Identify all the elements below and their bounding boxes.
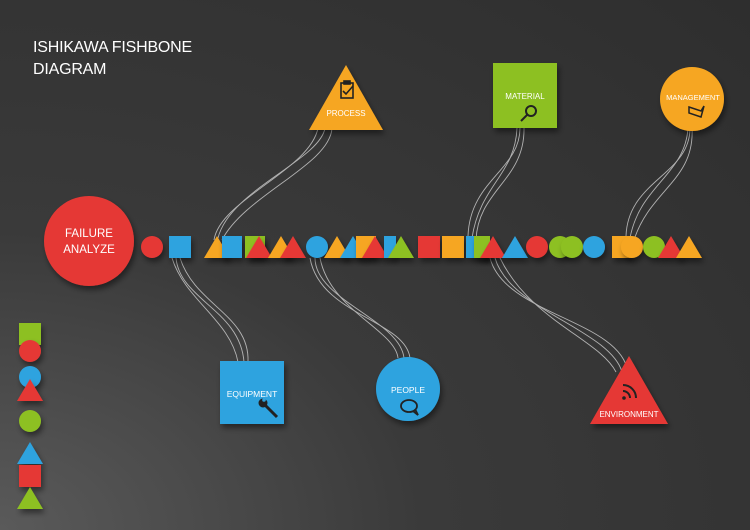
spine-red-circle [526, 236, 548, 258]
wrench-icon [258, 398, 279, 419]
cause-process[interactable]: PROCESS [309, 65, 383, 130]
cause-environment-label: ENVIRONMENT [599, 410, 658, 419]
cause-people[interactable]: PEOPLE [376, 357, 440, 421]
spine-blue-square [222, 236, 242, 258]
diagram-title: ISHIKAWA FISHBONE DIAGRAM [33, 37, 253, 81]
spine-red-circle [141, 236, 163, 258]
spine-green-circle [643, 236, 665, 258]
spine-red-triangle [658, 236, 684, 258]
cause-process-label: PROCESS [326, 109, 365, 118]
fish-head-label-line2: ANALYZE [63, 244, 115, 256]
spine-green-triangle [388, 236, 414, 258]
cause-people-label: PEOPLE [391, 385, 425, 395]
magnifier-icon [520, 105, 537, 122]
cause-material-label: MATERIAL [505, 92, 545, 101]
cause-equipment[interactable]: EQUIPMENT [220, 361, 284, 424]
spine-red-triangle [246, 236, 272, 258]
spine-green-circle [561, 236, 583, 258]
cause-environment[interactable]: ENVIRONMENT [590, 356, 668, 424]
cause-management[interactable]: MANAGEMENT [660, 67, 724, 131]
spine-red-square [418, 236, 440, 258]
speech-bubble-icon [400, 399, 419, 416]
clipboard-check-icon [340, 80, 354, 99]
spine-red-triangle [480, 236, 506, 258]
megaphone-icon [688, 105, 705, 118]
diagram-title-line2: DIAGRAM [33, 61, 107, 78]
spine-orange-triangle [676, 236, 702, 258]
spine-blue-square [169, 236, 191, 258]
shape-stack [17, 323, 43, 509]
fish-head[interactable]: FAILURE ANALYZE [44, 196, 134, 286]
spine-orange-circle [621, 236, 643, 258]
spine-red-triangle [280, 236, 306, 258]
cause-management-label: MANAGEMENT [666, 93, 720, 102]
connector-lines [171, 127, 693, 373]
fishbone-spine [141, 236, 702, 258]
spine-blue-circle [583, 236, 605, 258]
rss-icon [622, 384, 637, 400]
cause-equipment-label: EQUIPMENT [227, 389, 278, 399]
spine-red-triangle [362, 236, 388, 258]
fish-head-label-line1: FAILURE [65, 228, 113, 240]
spine-blue-triangle [502, 236, 528, 258]
spine-blue-circle [306, 236, 328, 258]
diagram-title-line1: ISHIKAWA FISHBONE [33, 39, 192, 56]
spine-orange-square [442, 236, 464, 258]
cause-material[interactable]: MATERIAL [493, 63, 557, 128]
